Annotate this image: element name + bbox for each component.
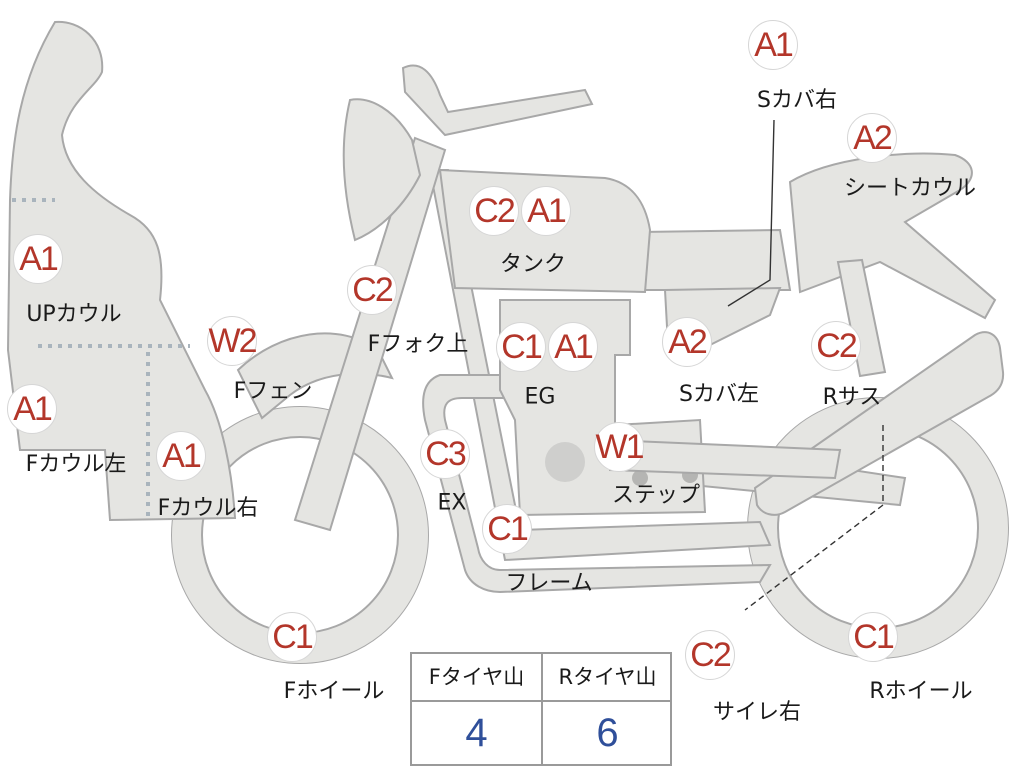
s-cover-right-code-badge: A1 (748, 20, 798, 70)
rear-tire-value: 6 (596, 711, 619, 755)
front-tire-value: 4 (465, 711, 488, 755)
exhaust-shape (422, 374, 772, 594)
rear-suspension-code-badge: C2 (811, 321, 861, 371)
rear-tire-header: Rタイヤ山 (543, 654, 672, 702)
silencer-right-label: サイレ右 (712, 700, 802, 725)
frame-label: フレーム (505, 571, 593, 596)
rear-wheel-label: Rホイール (869, 679, 973, 704)
seat-cowl-label: シートカウル (843, 176, 977, 201)
tire-tread-table: Fタイヤ山 4 Rタイヤ山 6 (410, 652, 672, 766)
front-fender-label: Fフェン (233, 379, 313, 404)
front-cowl-shape (6, 20, 237, 522)
front-wheel-code-badge: C1 (267, 612, 317, 662)
tank-code-badge-1: C2 (469, 186, 519, 236)
front-fork-shape (293, 136, 447, 532)
front-tire-header: Fタイヤ山 (412, 654, 541, 702)
frame-code-badge: C1 (482, 504, 532, 554)
step-label: ステップ (611, 483, 701, 508)
rear-wheel-code-badge: C1 (848, 612, 898, 662)
engine-code-badge-1: C1 (496, 322, 546, 372)
front-wheel-label: Fホイール (283, 679, 385, 704)
s-cover-right-label: Sカバ右 (757, 88, 837, 113)
front-cowl-left-code-badge: A1 (7, 384, 57, 434)
front-tire-column: Fタイヤ山 4 (412, 654, 543, 764)
front-cowl-left-label: Fカウル左 (25, 452, 127, 477)
up-cowl-code-badge: A1 (13, 234, 63, 284)
rear-suspension-label: Rサス (822, 385, 882, 410)
front-fender-code-badge: W2 (207, 316, 258, 366)
front-cowl-right-label: Fカウル右 (157, 496, 259, 521)
tank-label: タンク (499, 252, 567, 277)
s-cover-left-code-badge: A2 (662, 317, 712, 367)
seat-cowl-shape (788, 152, 997, 320)
front-cowl-right-code-badge: A1 (156, 431, 206, 481)
handlebar-shape (401, 64, 594, 137)
exhaust-code-badge: C3 (420, 429, 470, 479)
tank-code-badge-2: A1 (521, 186, 571, 236)
up-cowl-label: UPカウル (26, 302, 122, 327)
headlight-shape (342, 98, 422, 242)
silencer-right-code-badge: C2 (685, 630, 735, 680)
rear-tire-column: Rタイヤ山 6 (543, 654, 672, 764)
engine-label: EG (524, 384, 556, 410)
front-fork-upper-label: Fフォク上 (367, 332, 469, 357)
exhaust-label: EX (437, 490, 467, 516)
seat-cowl-code-badge: A2 (847, 113, 897, 163)
front-fork-upper-code-badge: C2 (347, 265, 397, 315)
s-cover-left-label: Sカバ左 (679, 382, 759, 407)
step-code-badge: W1 (594, 422, 645, 472)
engine-code-badge-2: A1 (548, 322, 598, 372)
